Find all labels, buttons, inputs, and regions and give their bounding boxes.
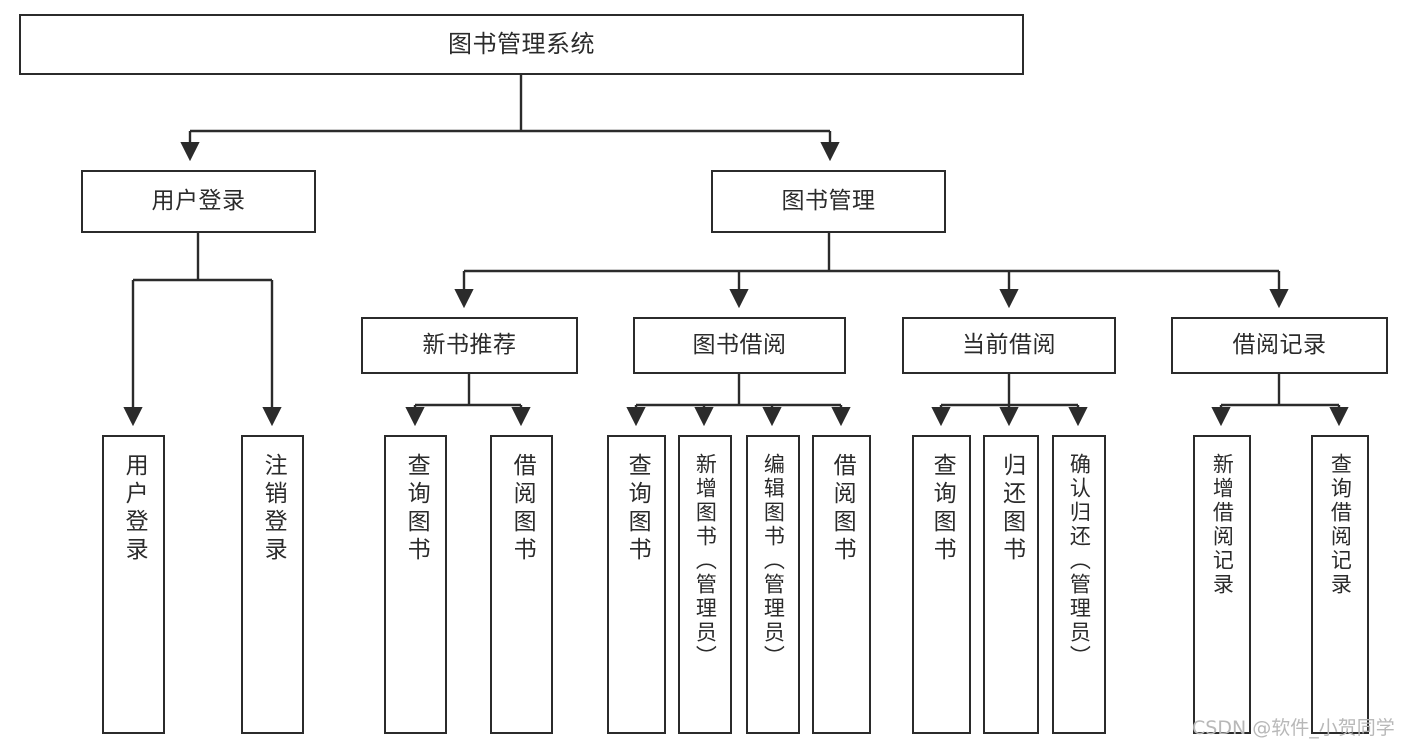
node-leaf-add-book-admin[interactable]: 新增图书（管理员） (678, 435, 732, 734)
node-new-book-recommend-label: 新书推荐 (422, 331, 517, 358)
node-leaf-confirm-return-admin-label: 确认归还（管理员） (1067, 453, 1092, 669)
node-book-manage[interactable]: 图书管理 (711, 170, 946, 233)
node-book-manage-label: 图书管理 (781, 187, 876, 214)
node-current-borrow-label: 当前借阅 (962, 331, 1056, 358)
node-new-book-recommend[interactable]: 新书推荐 (361, 317, 578, 374)
node-borrow-record[interactable]: 借阅记录 (1171, 317, 1388, 374)
node-leaf-add-borrow-record[interactable]: 新增借阅记录 (1193, 435, 1251, 734)
node-leaf-logout-login-label: 注销登录 (260, 453, 287, 565)
node-leaf-edit-book-admin[interactable]: 编辑图书（管理员） (746, 435, 800, 734)
node-leaf-query-book-3-label: 查询图书 (929, 453, 956, 565)
node-leaf-edit-book-admin-label: 编辑图书（管理员） (761, 453, 786, 669)
node-leaf-confirm-return-admin[interactable]: 确认归还（管理员） (1052, 435, 1106, 734)
node-leaf-query-book-2-label: 查询图书 (624, 453, 651, 565)
node-leaf-query-book-1[interactable]: 查询图书 (384, 435, 447, 734)
node-leaf-return-book[interactable]: 归还图书 (983, 435, 1039, 734)
node-leaf-user-login-label: 用户登录 (121, 453, 148, 565)
node-leaf-query-book-3[interactable]: 查询图书 (912, 435, 971, 734)
node-leaf-query-book-1-label: 查询图书 (403, 453, 430, 565)
node-leaf-borrow-book-1-label: 借阅图书 (509, 453, 536, 565)
node-leaf-borrow-book-1[interactable]: 借阅图书 (490, 435, 553, 734)
node-current-borrow[interactable]: 当前借阅 (902, 317, 1116, 374)
node-book-borrow[interactable]: 图书借阅 (633, 317, 846, 374)
watermark: CSDN @软件_小贺同学 (1192, 717, 1395, 739)
node-leaf-user-login[interactable]: 用户登录 (102, 435, 165, 734)
node-leaf-return-book-label: 归还图书 (998, 453, 1025, 565)
node-leaf-borrow-book-2-label: 借阅图书 (829, 453, 856, 565)
node-book-borrow-label: 图书借阅 (692, 331, 787, 358)
node-leaf-query-borrow-record-label: 查询借阅记录 (1328, 453, 1353, 597)
node-leaf-borrow-book-2[interactable]: 借阅图书 (812, 435, 871, 734)
node-leaf-add-book-admin-label: 新增图书（管理员） (693, 453, 718, 669)
node-leaf-query-book-2[interactable]: 查询图书 (607, 435, 666, 734)
node-root[interactable]: 图书管理系统 (19, 14, 1024, 75)
node-user-login-label: 用户登录 (151, 187, 246, 214)
node-leaf-query-borrow-record[interactable]: 查询借阅记录 (1311, 435, 1369, 734)
node-root-label: 图书管理系统 (448, 30, 595, 59)
node-user-login[interactable]: 用户登录 (81, 170, 316, 233)
node-borrow-record-label: 借阅记录 (1232, 331, 1327, 358)
node-leaf-logout-login[interactable]: 注销登录 (241, 435, 304, 734)
node-leaf-add-borrow-record-label: 新增借阅记录 (1210, 453, 1235, 597)
